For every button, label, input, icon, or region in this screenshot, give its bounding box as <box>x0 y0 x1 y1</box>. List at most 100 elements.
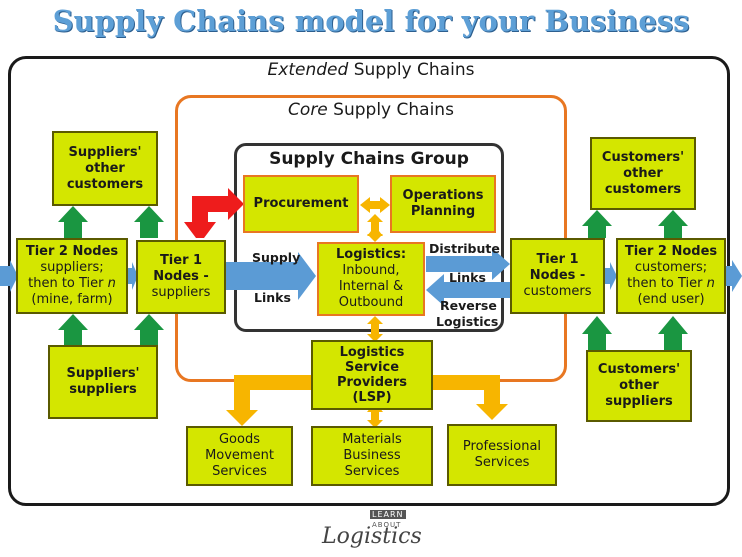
tier2-right-l3: (end user) <box>637 292 705 307</box>
label-distribute: Distribute <box>429 241 500 256</box>
logo-top: LEARN <box>370 510 406 519</box>
label-links-right: Links <box>449 270 486 285</box>
goods-l1: Goods <box>218 432 260 447</box>
tier1-nodes-customers-box: Tier 1 Nodes - customers <box>510 238 605 314</box>
green-arrow-up-8 <box>658 316 688 352</box>
supply-chains-group-frame <box>234 143 504 332</box>
lsp-l1: Logistics <box>339 345 405 360</box>
tier2-left-l2n: n <box>107 276 116 291</box>
goods-l2: Movement <box>205 448 274 463</box>
core-label: Core Supply Chains <box>175 100 567 120</box>
tier1-left-l2: Nodes - <box>153 269 209 284</box>
ss-line-1: Suppliers' <box>66 366 140 381</box>
cos-line-3: suppliers <box>605 394 673 409</box>
tier2-right-l2n: n <box>706 276 715 291</box>
lsp-l3: Providers <box>336 375 408 390</box>
tier2-right-l1: customers; <box>634 260 708 275</box>
tier1-left-l1: Tier 1 <box>159 253 203 268</box>
green-arrow-up-2 <box>134 206 164 238</box>
ops-l2: Planning <box>410 204 476 219</box>
ops-l1: Operations <box>402 188 484 203</box>
tier2-nodes-customers-box: Tier 2 Nodes customers; then to Tier n (… <box>616 238 726 314</box>
professional-services-box: Professional Services <box>447 424 557 486</box>
label-reverse: Reverse <box>440 298 497 313</box>
lsp-l4: (LSP) <box>352 390 392 405</box>
tier2-left-l2: then to Tier n <box>28 276 116 292</box>
coc-line-3: customers <box>604 181 682 197</box>
yellow-arrow-proc-ops <box>360 197 390 213</box>
prof-l1: Professional <box>462 439 542 454</box>
label-links-left: Links <box>254 290 291 305</box>
extended-label: Extended Supply Chains <box>0 60 742 80</box>
ss-line-2: suppliers <box>69 382 137 397</box>
suppliers-other-customers-box: Suppliers' other customers <box>52 131 158 206</box>
tier2-left-head: Tier 2 Nodes <box>25 244 119 259</box>
materials-l1: Materials <box>342 432 402 447</box>
tier2-right-head: Tier 2 Nodes <box>624 244 718 259</box>
green-arrow-up-7 <box>582 316 612 352</box>
yellow-arrow-to-goods <box>226 375 313 426</box>
tier1-right-l3: customers <box>523 284 592 299</box>
red-arrow-procurement <box>184 188 244 238</box>
goods-movement-services-box: Goods Movement Services <box>186 426 293 486</box>
core-label-em: Core <box>288 100 328 120</box>
label-reverse-logistics: Logistics <box>436 314 499 329</box>
customers-other-customers-box: Customers' other customers <box>590 137 696 210</box>
tier2-right-l2a: then to Tier <box>627 276 707 291</box>
cos-line-2: other <box>619 378 659 393</box>
coc-line-1: Customers' <box>601 149 685 165</box>
green-arrow-up-1 <box>58 206 88 238</box>
logistics-head: Logistics: <box>335 247 407 262</box>
logo-mid: ABOUT <box>372 521 402 529</box>
green-arrow-up-3 <box>58 314 88 345</box>
page-title: Supply Chains model for your Business <box>52 4 690 38</box>
materials-l2: Business <box>343 448 401 463</box>
tier2-right-l2: then to Tier n <box>627 276 715 292</box>
green-arrow-up-5 <box>582 210 612 238</box>
logistics-l3: Outbound <box>338 295 404 310</box>
yellow-arrow-center-vert <box>367 214 383 242</box>
soc-line-2: other <box>85 160 125 176</box>
tier1-right-l2: Nodes - <box>529 268 586 283</box>
yellow-arrow-to-professional <box>433 375 508 420</box>
blue-arrow-left-edge <box>0 260 18 292</box>
procurement-box: Procurement <box>243 175 359 233</box>
blue-arrow-tier1-tier2-right <box>604 262 617 290</box>
lsp-box: Logistics Service Providers (LSP) <box>311 340 433 410</box>
label-supply: Supply <box>252 250 301 265</box>
tier1-nodes-suppliers-box: Tier 1 Nodes - suppliers <box>136 240 226 314</box>
extended-label-em: Extended <box>267 60 349 80</box>
cos-line-1: Customers' <box>597 362 681 377</box>
tier1-left-l3: suppliers <box>151 285 211 300</box>
learn-about-logistics-logo: LEARN ABOUT Logistics <box>318 510 428 554</box>
group-label: Supply Chains Group <box>269 149 469 169</box>
soc-line-3: customers <box>66 176 144 192</box>
coc-line-2: other <box>623 165 663 181</box>
blue-arrow-tier2-tier1-left <box>127 262 138 290</box>
operations-planning-box: Operations Planning <box>390 175 496 233</box>
materials-l3: Services <box>344 464 400 479</box>
green-arrow-up-6 <box>658 210 688 238</box>
customers-other-suppliers-box: Customers' other suppliers <box>586 350 692 422</box>
logistics-l1: Inbound, <box>342 263 400 278</box>
blue-arrow-distribute <box>426 248 510 280</box>
lsp-l2: Service <box>344 360 400 375</box>
soc-line-1: Suppliers' <box>68 144 142 160</box>
prof-l2: Services <box>474 455 530 470</box>
yellow-arrow-log-lsp <box>367 316 383 342</box>
goods-l3: Services <box>212 464 267 479</box>
tier2-nodes-suppliers-box: Tier 2 Nodes suppliers; then to Tier n (… <box>16 238 128 314</box>
tier2-left-l1: suppliers; <box>40 260 104 275</box>
logo-word: Logistics <box>322 524 422 549</box>
suppliers-suppliers-box: Suppliers' suppliers <box>48 345 158 419</box>
blue-arrow-right-edge <box>724 260 742 292</box>
green-arrow-up-4 <box>134 314 164 345</box>
logistics-l2: Internal & <box>338 279 404 294</box>
core-label-rest: Supply Chains <box>327 100 454 120</box>
materials-business-services-box: Materials Business Services <box>311 426 433 486</box>
tier2-left-l2a: then to Tier <box>28 276 108 291</box>
blue-arrow-supply-links <box>225 252 316 300</box>
extended-label-rest: Supply Chains <box>348 60 475 80</box>
logistics-box: Logistics: Inbound, Internal & Outbound <box>317 242 425 316</box>
